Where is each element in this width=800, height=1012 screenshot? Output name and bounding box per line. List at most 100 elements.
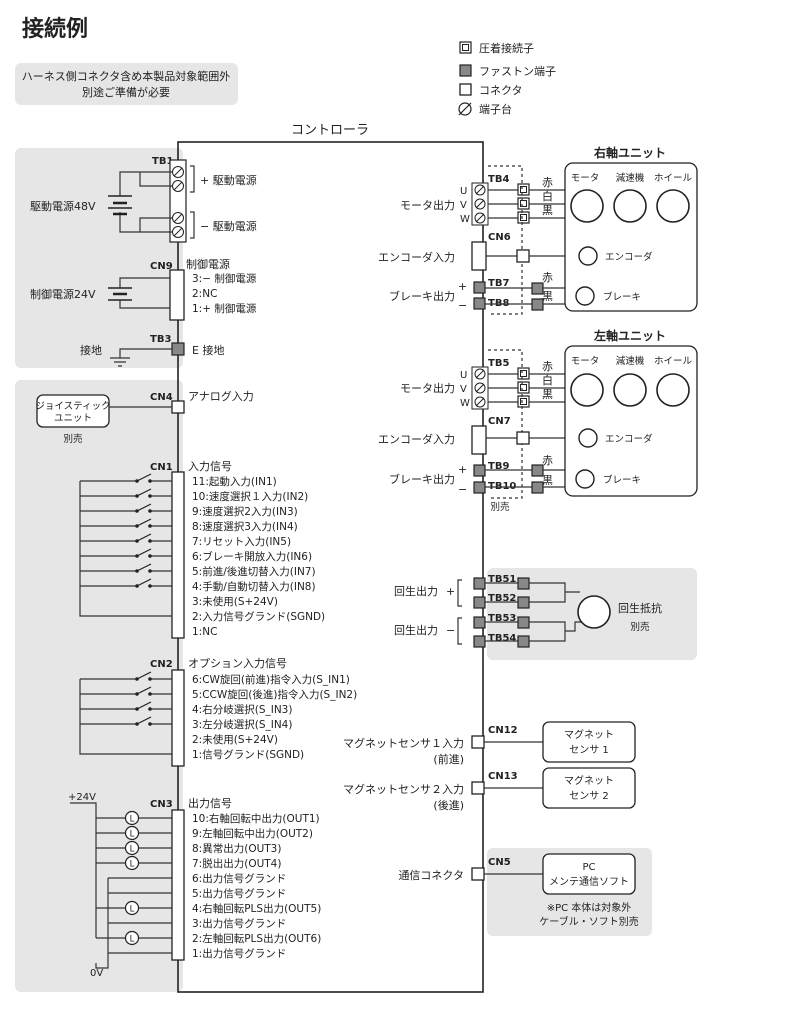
tb1-id: TB1 [152,156,173,167]
tb1-minus-label: − 駆動電源 [200,219,257,233]
left-encoder-label: エンコーダ [605,433,653,445]
cn9-head: 制御電源 [186,257,230,271]
lamp-icon: L [124,855,140,871]
wire-black-l: 黒 [542,388,553,401]
regen-resistor-icon [577,595,611,629]
w-label-r: W [460,214,470,225]
right-axis-block: TB4 赤 白 黒 CN6 TB7 TB8 赤 黒 右軸ユニット モータ 減速機… [471,145,698,315]
terminal-block-icon [458,102,472,116]
l-part-motor: モータ [571,356,600,367]
cn1-pin-label: 1:NC [192,626,217,638]
cn3-head: 出力信号 [188,796,232,810]
cn1-pin-label: 11:起動入力(IN1) [192,475,277,488]
pc-line2: メンテ通信ソフト [549,876,629,888]
cn2-id: CN2 [150,659,173,670]
left-axis-block: TB5 赤 白 黒 CN7 TB9 TB10 赤 黒 別売 左軸ユニット モータ… [471,328,698,513]
cn2-group: CN2 オプション入力信号 6:CW旋回(前進)指令入力(S_IN1)5:CCW… [79,657,357,767]
legend-faston-label: ファストン端子 [479,65,556,78]
tb4-id: TB4 [488,174,509,185]
left-axis-sold-label: 別売 [490,501,509,513]
cn2-head: オプション入力信号 [188,657,287,670]
cn1-pin-label: 5:前進/後進切替入力(IN7) [192,565,316,578]
wire-red-r: 赤 [542,176,553,189]
tb53-id: TB53 [488,613,516,624]
v-label-l: V [460,384,467,395]
brake-minus-r: − [458,299,467,312]
right-encoder-icon [578,246,598,266]
cn1-pin-label: 4:手動/自動切替入力(IN8) [192,580,316,593]
tb3-group: TB3 E 接地 接地 [80,334,224,367]
cn9-pin-2: 2:NC [192,288,217,300]
controller-label: コントローラ [291,123,369,138]
legend-crimp-label: 圧着接続子 [479,41,534,55]
lamp-letter: L [130,935,135,945]
r-part-reducer: 減速機 [616,172,645,184]
legend: 圧着接続子 ファストン端子 コネクタ 端子台 [458,41,556,116]
u-label-l: U [460,370,467,381]
crimp-terminal-icon [459,41,472,54]
cn5-id: CN5 [488,857,511,868]
cn3-0v-label: 0V [90,968,103,979]
cn2-pin-label: 4:右分岐選択(S_IN3) [192,703,292,716]
r-part-wheel: ホイール [654,173,693,184]
connector-icon [459,83,472,96]
left-wheel-icon [656,373,690,407]
lamp-letter: L [130,905,135,915]
cn3-pin-label: 2:左軸回転PLS出力(OUT6) [192,932,321,945]
cn1-pin-label: 6:ブレーキ開放入力(IN6) [192,550,312,563]
wire-white-r: 白 [542,189,553,203]
cn4-id: CN4 [150,392,173,403]
brake-out-label-r: ブレーキ出力 [389,289,455,303]
encoder-in-label-r: エンコーダ入力 [378,250,455,264]
right-brake-label: ブレーキ [603,291,641,303]
cn9-group: CN9 制御電源 3:− 制御電源 2:NC 1:+ 制御電源 制御電源24V [30,257,257,321]
cn3-24v-label: +24V [68,792,96,803]
wire-white-l: 白 [542,373,553,387]
ground-label: 接地 [80,344,102,357]
v-label-r: V [460,200,467,211]
regen-plus-sign: + [446,585,455,598]
switch-icon [135,548,152,558]
cn13-label-1: マグネットセンサ２入力 [343,782,464,796]
cn9-pin-1: 1:+ 制御電源 [192,302,257,315]
cn7-id: CN7 [488,416,511,427]
lamp-icon: L [124,810,140,826]
magnet-sensor-2-box [542,767,636,809]
right-motor-icon [570,189,604,223]
right-encoder-label: エンコーダ [605,251,653,263]
w-label-l: W [460,398,470,409]
l-part-reducer: 減速機 [616,355,645,367]
cn13-id: CN13 [488,771,518,782]
regen-block: 回生出力 + 回生出力 − TB51 TB52 TB53 TB54 回生抵抗 別… [394,574,662,648]
pc-note-1: ※PC 本体は対象外 [547,901,632,914]
cn12-label-2: (前進) [433,752,464,766]
joystick-line1: ジョイスティック [35,401,110,412]
cn4-label: アナログ入力 [188,389,254,403]
battery-48v-icon [108,195,132,216]
right-wheel-icon [656,189,690,223]
motor-out-label-r: モータ出力 [400,198,455,212]
cn1-head: 入力信号 [188,460,232,473]
cn12-group: CN12 マグネットセンサ１入力 (前進) マグネット センサ 1 [343,721,636,766]
encoder-in-label-l: エンコーダ入力 [378,432,455,446]
cn1-pin-label: 10:速度選択１入力(IN2) [192,490,308,503]
switch-icon [135,563,152,573]
brake-black-r: 黒 [542,290,553,303]
left-axis-title: 左軸ユニット [593,328,666,343]
cn12-label-1: マグネットセンサ１入力 [343,736,464,750]
left-brake-icon [575,469,595,489]
brake-red-l: 赤 [542,454,553,467]
cn9-pin-3: 3:− 制御電源 [192,272,257,285]
switch-icon [135,473,152,483]
cn1-group: CN1 入力信号 11:起動入力(IN1)10:速度選択１入力(IN2)9:速度… [79,460,325,639]
cn3-group: CN3 出力信号 +24V 0V 10:右軸回転中出力(OUT1)9:左軸回転中… [68,792,321,979]
u-label-r: U [460,186,467,197]
lamp-icon: L [124,825,140,841]
motor-out-label-l: モータ出力 [400,381,455,395]
regen-minus-sign: − [446,624,455,637]
lamp-icon: L [124,840,140,856]
cn3-pin-label: 4:右軸回転PLS出力(OUT5) [192,902,321,915]
power-panel [15,148,183,368]
switch-icon [135,518,152,528]
